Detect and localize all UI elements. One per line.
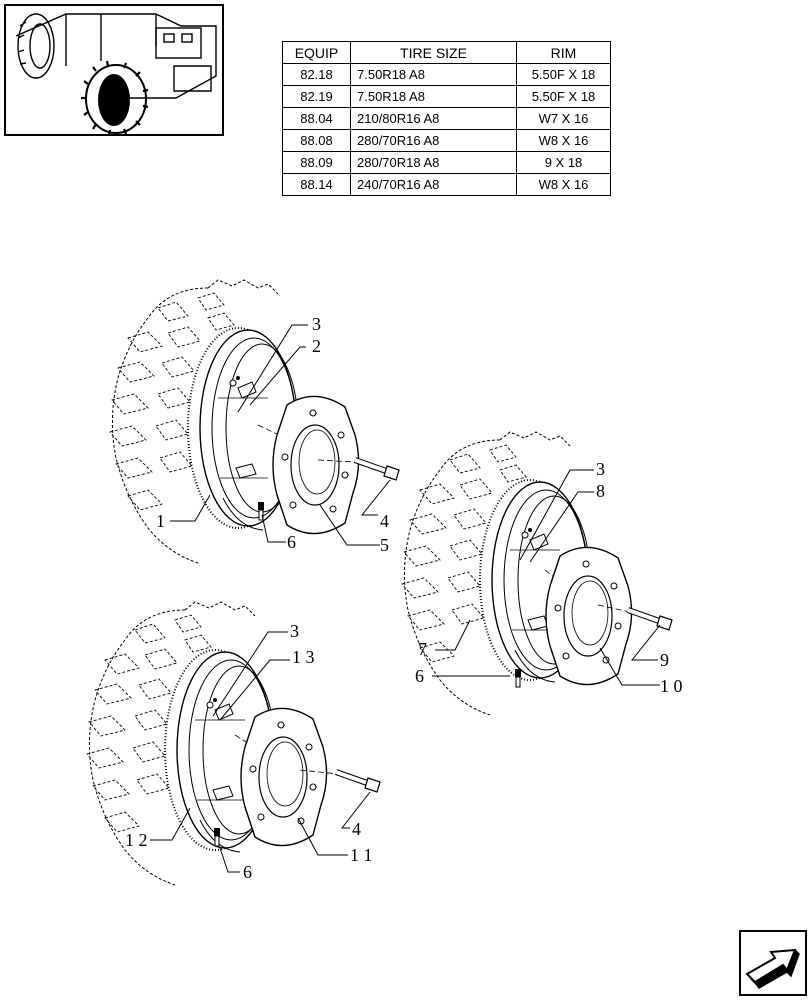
table-row: 82.18 7.50R18 A8 5.50F X 18	[282, 63, 611, 86]
callout-2: 2	[312, 336, 321, 356]
valve-6	[213, 827, 221, 847]
tractor-thumbnail-icon	[15, 13, 217, 134]
callout-3: 3	[312, 314, 321, 334]
tire-rim-1	[109, 279, 299, 564]
cell-rim: 5.50F X 18	[516, 63, 611, 86]
cell-tire: 240/70R16 A8	[350, 173, 517, 196]
wheel-disc-5	[272, 395, 360, 535]
bolt-4	[355, 460, 399, 480]
header-tire-size: TIRE SIZE	[350, 41, 517, 64]
callout-3: 3	[596, 459, 605, 479]
table-row: 88.14 240/70R16 A8 W8 X 16	[282, 173, 611, 196]
callout-4: 4	[380, 511, 389, 531]
wheel-assembly-b: 3 8 7 9 1 0 6	[401, 431, 683, 716]
table-row: 88.04 210/80R16 A8 W7 X 16	[282, 107, 611, 130]
bolt-4	[336, 772, 380, 792]
wheel-assembly-a: 3 2 1 4 5 6	[109, 279, 399, 564]
callout-10: 1 0	[660, 676, 683, 696]
callout-6: 6	[287, 532, 296, 552]
callout-4: 4	[352, 819, 361, 839]
callout-3: 3	[290, 621, 299, 641]
callout-6: 6	[415, 666, 424, 686]
cell-tire: 280/70R18 A8	[350, 151, 517, 174]
cell-tire: 210/80R16 A8	[350, 107, 517, 130]
callout-6: 6	[243, 862, 252, 882]
next-page-arrow-icon	[745, 948, 800, 989]
wheel-disc-11	[240, 707, 328, 847]
cell-equip: 82.18	[282, 63, 351, 86]
valve-6	[257, 501, 265, 521]
table-row: 88.08 280/70R16 A8 W8 X 16	[282, 129, 611, 152]
cell-rim: W8 X 16	[516, 173, 611, 196]
table-row: 88.09 280/70R18 A8 9 X 18	[282, 151, 611, 174]
valve-6	[514, 668, 522, 688]
tractor-thumbnail	[4, 4, 224, 136]
bolt-9	[628, 610, 672, 630]
callout-7: 7	[418, 639, 427, 659]
callout-5: 5	[380, 535, 389, 555]
tire-spec-table: EQUIP TIRE SIZE RIM 82.18 7.50R18 A8 5.5…	[282, 41, 611, 196]
cell-equip: 88.09	[282, 151, 351, 174]
wheel-assembly-c: 3 1 3 1 2 4 1 1 6	[86, 601, 380, 886]
next-page-button[interactable]	[739, 930, 807, 996]
cell-equip: 88.14	[282, 173, 351, 196]
callout-12: 1 2	[125, 830, 148, 850]
callout-1: 1	[156, 511, 165, 531]
table-row: 82.19 7.50R18 A8 5.50F X 18	[282, 85, 611, 108]
callout-8: 8	[596, 481, 605, 501]
callout-11: 1 1	[350, 845, 373, 865]
wheel-disc-10	[545, 546, 633, 686]
callout-13: 1 3	[292, 647, 315, 667]
callout-9: 9	[660, 650, 669, 670]
cell-tire: 7.50R18 A8	[350, 63, 517, 86]
